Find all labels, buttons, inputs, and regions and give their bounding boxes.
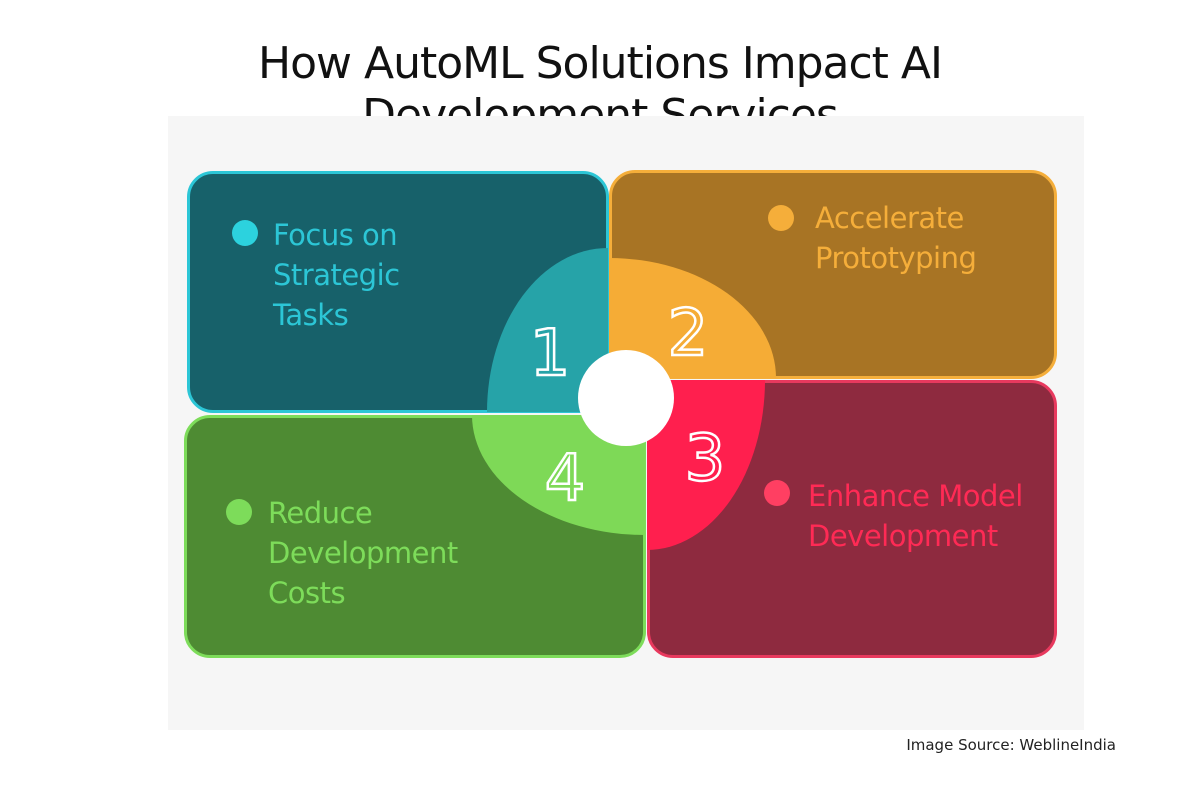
bullet-4: [226, 499, 252, 525]
quarter-4: [472, 415, 645, 535]
image-source: Image Source: WeblineIndia: [906, 736, 1116, 754]
bullet-1: [232, 220, 258, 246]
bullet-3: [764, 480, 790, 506]
quarter-1: [487, 248, 608, 412]
page-title: How AutoML Solutions Impact AI Developme…: [258, 38, 943, 141]
label-1: Focus on Strategic Tasks: [273, 218, 400, 332]
center-circle: [578, 350, 674, 446]
label-2: Accelerate Prototyping: [815, 201, 977, 275]
quarter-2: [609, 258, 776, 378]
label-3: Enhance Model Development: [808, 479, 1023, 553]
label-4: Reduce Development Costs: [268, 496, 458, 610]
quarter-3: [647, 380, 765, 550]
number-4: 4: [545, 442, 586, 516]
number-1: 1: [530, 317, 571, 391]
number-3: 3: [685, 422, 726, 496]
bullet-2: [768, 205, 794, 231]
number-2: 2: [668, 297, 709, 371]
